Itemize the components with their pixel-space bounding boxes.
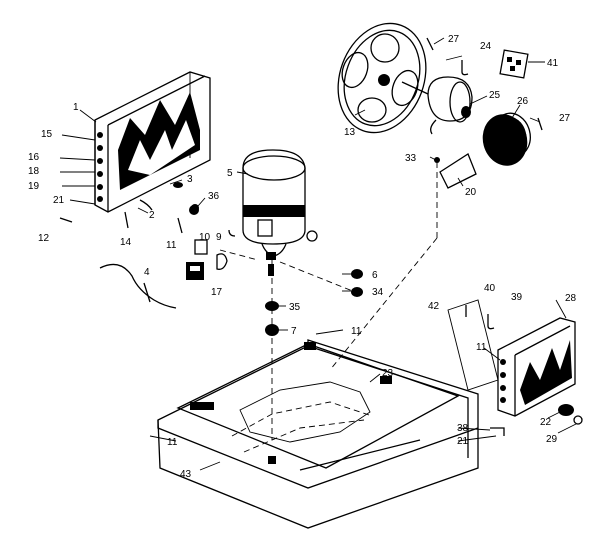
- label-part-42: 42: [428, 301, 440, 312]
- label-part-1: 1: [73, 102, 79, 113]
- label-part-11-d: 11: [167, 437, 178, 448]
- mounting-grommets: [189, 205, 363, 336]
- label-part-38: 38: [457, 423, 469, 434]
- label-part-14: 14: [120, 237, 132, 248]
- label-part-26: 26: [517, 96, 529, 107]
- label-part-20: 20: [465, 187, 477, 198]
- label-part-39: 39: [511, 292, 523, 303]
- part-number-labels: 1 15 16 18 19 21 12 14 2 3 5 36 11 10 9 …: [28, 34, 577, 480]
- blower-wheel: [482, 112, 531, 166]
- capacitor-clamp: [186, 239, 228, 280]
- label-part-35: 35: [289, 302, 301, 313]
- drain-tube: [99, 263, 177, 309]
- label-part-21-right: 21: [457, 436, 469, 447]
- label-part-4: 4: [144, 267, 150, 278]
- condenser-fan-blade: [337, 22, 427, 134]
- label-part-27-right: 27: [559, 113, 571, 124]
- label-part-7: 7: [291, 326, 297, 337]
- label-part-24: 24: [480, 41, 492, 52]
- label-part-18: 18: [28, 166, 40, 177]
- label-part-33: 33: [405, 153, 417, 164]
- label-part-43: 43: [180, 469, 192, 480]
- label-part-5: 5: [227, 168, 233, 179]
- label-part-25: 25: [489, 90, 501, 101]
- label-part-16: 16: [28, 152, 40, 163]
- label-part-2: 2: [149, 210, 155, 221]
- label-part-27-top: 27: [448, 34, 460, 45]
- label-part-19: 19: [28, 181, 40, 192]
- leader-lines: [59, 37, 577, 471]
- label-part-12: 12: [38, 233, 50, 244]
- condenser-coil: [497, 317, 583, 425]
- evaporator-coil: [94, 71, 211, 213]
- label-part-23: 23: [382, 368, 394, 379]
- label-part-11-a: 11: [166, 240, 177, 251]
- label-part-11-c: 11: [476, 342, 487, 353]
- label-part-28: 28: [565, 293, 577, 304]
- label-part-29: 29: [546, 434, 558, 445]
- label-part-17: 17: [211, 287, 223, 298]
- label-part-9: 9: [216, 232, 222, 243]
- label-part-10: 10: [199, 232, 211, 243]
- label-part-40: 40: [484, 283, 496, 294]
- label-part-13: 13: [344, 127, 356, 138]
- compressor: [228, 149, 318, 276]
- label-part-34: 34: [372, 287, 384, 298]
- condenser-tube-ends: [500, 359, 506, 403]
- label-part-11-b: 11: [351, 326, 362, 337]
- label-part-21-left: 21: [53, 195, 65, 206]
- label-part-15: 15: [41, 129, 53, 140]
- side-panel-parts: [447, 299, 505, 436]
- base-pan: [157, 339, 479, 529]
- label-part-41: 41: [547, 58, 559, 69]
- coil-hardware: [59, 182, 199, 234]
- label-part-22: 22: [540, 417, 552, 428]
- fan-motor: [401, 76, 473, 135]
- label-part-6: 6: [372, 270, 378, 281]
- label-part-3: 3: [187, 174, 193, 185]
- coil-tube-ends: [97, 132, 103, 202]
- label-part-36: 36: [208, 191, 220, 202]
- motor-bracket-hardware: [426, 37, 543, 189]
